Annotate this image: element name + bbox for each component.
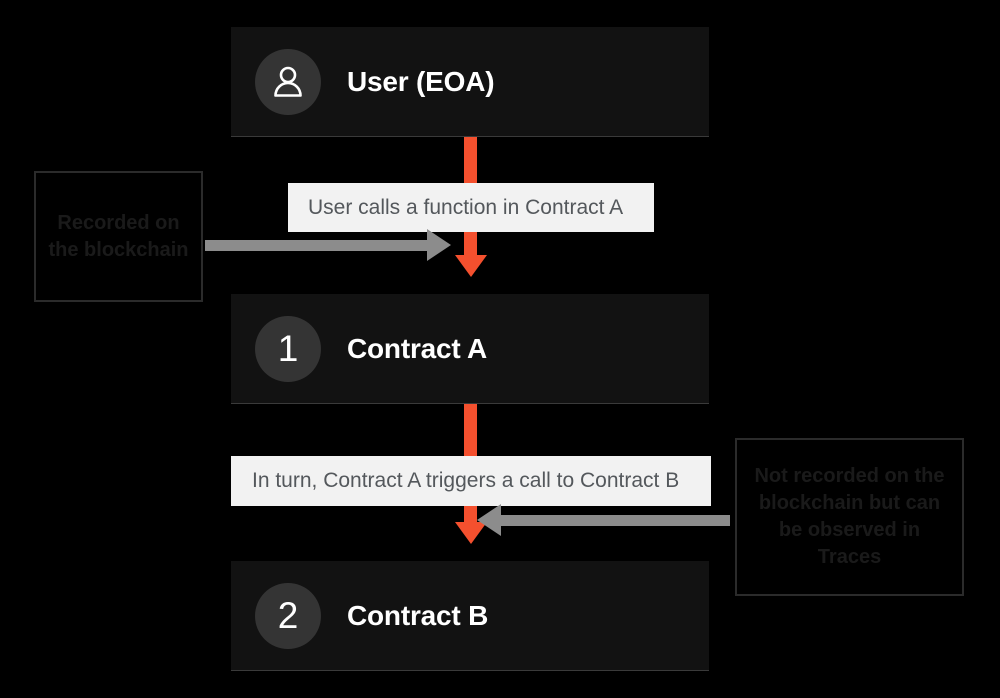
step-number-badge-1: 1 [255, 315, 321, 382]
node-contract-b: 2 Contract B [231, 561, 709, 671]
step-number-badge-2-label: 2 [277, 595, 299, 636]
annotation-right-arrow-shaft [500, 515, 730, 526]
step-label-1: User calls a function in Contract A [288, 183, 654, 232]
person-icon-badge [255, 48, 321, 115]
node-contract-b-title: Contract B [347, 599, 489, 631]
node-contract-a: 1 Contract A [231, 294, 709, 404]
annotation-not-recorded-traces: Not recorded on the blockchain but can b… [735, 438, 964, 596]
step-label-2-text: In turn, Contract A triggers a call to C… [252, 469, 680, 492]
connector-arrowhead-1 [455, 255, 487, 277]
person-icon [274, 66, 302, 97]
annotation-recorded-on-blockchain: Recorded on the blockchain [34, 171, 203, 302]
step-number-badge-1-label: 1 [277, 328, 299, 369]
annotation-right-text: Not recorded on the blockchain but can b… [754, 465, 945, 568]
node-user: User (EOA) [231, 27, 709, 137]
node-user-title: User (EOA) [347, 65, 495, 97]
annotation-left-arrowhead [427, 229, 451, 261]
step-number-badge-2: 2 [255, 582, 321, 649]
annotation-left-arrow-shaft [205, 240, 429, 251]
step-label-2: In turn, Contract A triggers a call to C… [231, 456, 711, 506]
annotation-right-arrowhead [477, 504, 501, 536]
node-contract-a-title: Contract A [347, 332, 488, 364]
annotation-left-text: Recorded on the blockchain [48, 211, 189, 261]
step-label-1-text: User calls a function in Contract A [308, 195, 624, 219]
